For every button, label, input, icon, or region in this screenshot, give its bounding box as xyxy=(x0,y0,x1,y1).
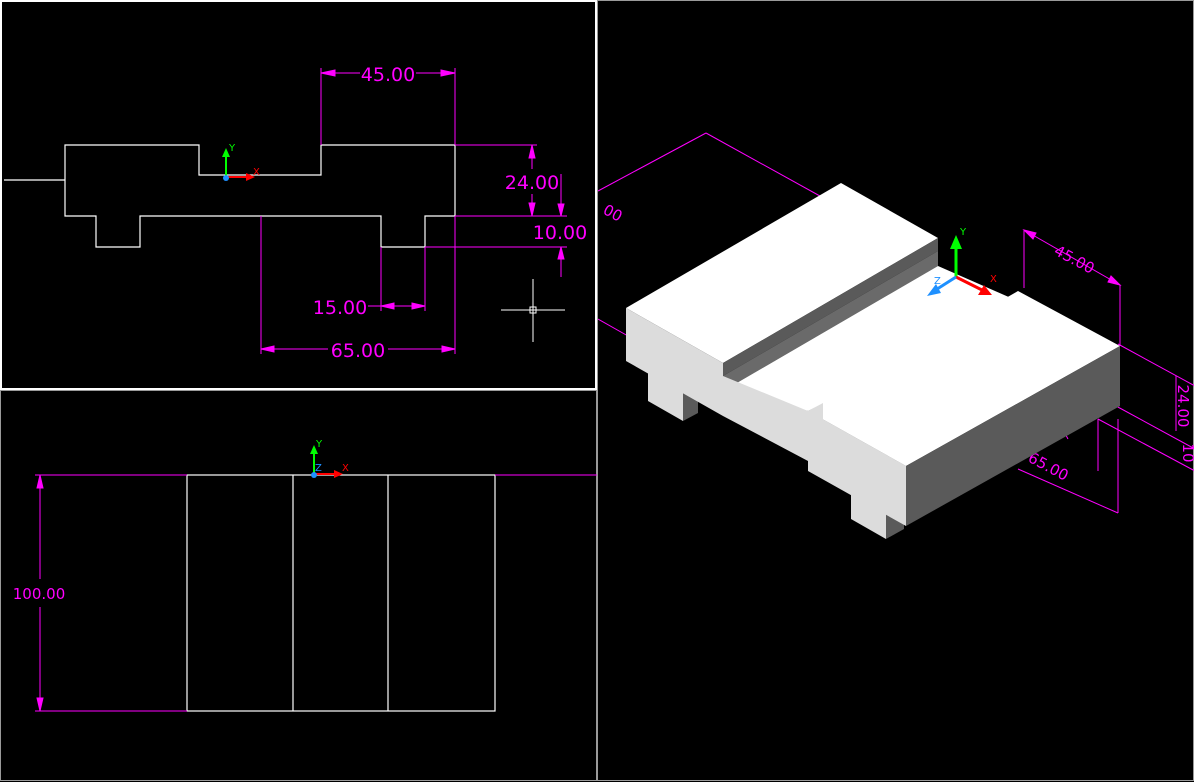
dimension-45-label: 45.00 xyxy=(361,64,415,86)
ucs-icon: Y X Z xyxy=(927,227,997,296)
top-view-drawing: 100.00 Y X Z xyxy=(13,439,598,712)
iso-dimension-100[interactable] xyxy=(598,132,839,337)
ucs-y-label: Y xyxy=(228,143,236,154)
front-profile xyxy=(4,144,456,248)
ucs-y-label: Y xyxy=(959,227,967,238)
iso-dimension-10-label: 10 xyxy=(1179,443,1194,462)
ucs-y-label: Y xyxy=(315,439,323,450)
iso-dimension-24[interactable] xyxy=(1115,343,1194,450)
ucs-icon: Y X xyxy=(222,143,260,181)
ucs-x-label: X xyxy=(990,274,997,285)
iso-dimension-45-label: 45.00 xyxy=(1051,242,1097,278)
dimension-45[interactable] xyxy=(320,68,456,145)
isometric-view-drawing: 00 45.00 24.00 10 65.00 xyxy=(598,132,1194,539)
iso-dimension-100-label: 00 xyxy=(600,201,625,226)
ucs-z-label: Z xyxy=(315,463,322,474)
crosshair-cursor-icon xyxy=(501,279,565,342)
solid-model[interactable] xyxy=(626,183,1120,539)
ucs-x-label: X xyxy=(253,167,260,178)
dimension-24-label: 24.00 xyxy=(505,172,559,194)
dimension-100-label: 100.00 xyxy=(13,585,66,603)
dimension-10-label: 10.00 xyxy=(533,222,587,244)
viewport-top[interactable]: 100.00 Y X Z xyxy=(0,390,598,781)
ucs-z-label: Z xyxy=(934,276,941,287)
dimension-24[interactable] xyxy=(455,144,567,217)
front-view-drawing: 45.00 24.00 10.00 15.00 xyxy=(4,64,587,362)
dimension-15-label: 15.00 xyxy=(313,297,367,319)
top-profile xyxy=(186,474,496,712)
viewport-front[interactable]: 45.00 24.00 10.00 15.00 xyxy=(0,0,597,390)
viewport-isometric[interactable]: 00 45.00 24.00 10 65.00 xyxy=(597,0,1194,781)
dimension-100[interactable] xyxy=(35,474,598,712)
iso-dimension-45[interactable] xyxy=(1022,229,1122,346)
iso-dimension-24-label: 24.00 xyxy=(1174,385,1192,428)
dimension-10[interactable] xyxy=(425,174,567,277)
dimension-65[interactable] xyxy=(260,216,456,354)
dimension-65-label: 65.00 xyxy=(331,340,385,362)
ucs-x-label: X xyxy=(342,463,349,474)
ucs-icon: Y X Z xyxy=(310,439,349,478)
dimension-15[interactable] xyxy=(368,247,426,311)
